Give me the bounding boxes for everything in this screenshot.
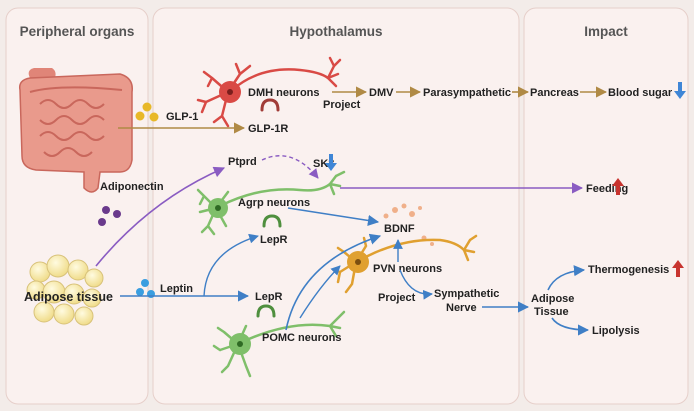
hypothalamus-panel: [152, 7, 520, 405]
adipose-to-thermogenesis-arrow: [547, 265, 586, 291]
adipose-tissue-label: Adipose tissue: [24, 290, 113, 304]
nerve-label: Nerve: [446, 302, 477, 314]
pvn-neuron: [332, 234, 478, 294]
pomc-to-pvn-arrow: [299, 265, 341, 319]
down-arrow-icon: [674, 82, 686, 99]
adipose-to-ptprd-arrow: [95, 166, 226, 267]
leptin-label: Leptin: [160, 283, 193, 295]
lepr-pomc-label: LepR: [255, 291, 283, 303]
lepr-agrp-label: LepR: [260, 234, 288, 246]
adipose-icon: [26, 254, 104, 326]
pomc-neuron: [212, 304, 346, 378]
down-arrow-icon: [325, 154, 337, 171]
parasympathetic-label: Parasympathetic: [423, 87, 511, 99]
thermogenesis-label: Thermogenesis: [588, 264, 669, 276]
dmh-neurons-label: DMH neurons: [248, 87, 320, 99]
up-arrow-icon: [672, 260, 684, 277]
leptin-to-agrp-lepr-arrow: [203, 233, 259, 297]
adipose-impact-label-2: Tissue: [534, 306, 569, 318]
up-arrow-icon: [612, 178, 624, 195]
sympathetic-label: Sympathetic: [434, 288, 499, 300]
agrp-neurons-label: Agrp neurons: [238, 197, 310, 209]
intestine-icon: [18, 68, 133, 193]
glp1r-label: GLP-1R: [248, 123, 288, 135]
adiponectin-label: Adiponectin: [100, 181, 164, 193]
bdnf-label: BDNF: [384, 223, 415, 235]
dmv-label: DMV: [369, 87, 394, 99]
hypothalamus-heading: Hypothalamus: [289, 24, 382, 39]
impact-panel: [523, 7, 689, 405]
adipose-impact-label-1: Adipose: [531, 293, 574, 305]
impact-heading: Impact: [584, 24, 628, 39]
blood-sugar-label: Blood sugar: [608, 87, 673, 99]
pomc-to-bdnf-arrow: [285, 233, 382, 331]
project-pvn-label: Project: [378, 292, 416, 304]
adipose-to-lipolysis-arrow: [551, 317, 590, 336]
dmh-neuron: [196, 56, 342, 128]
pomc-neurons-label: POMC neurons: [262, 332, 341, 344]
glp1-label: GLP-1: [166, 111, 198, 123]
pancreas-label: Pancreas: [530, 87, 579, 99]
peripheral-panel: [5, 7, 149, 405]
peripheral-heading: Peripheral organs: [20, 24, 135, 39]
project-top-label: Project: [323, 99, 361, 111]
ptprd-to-sk3-arrow: [261, 155, 319, 179]
agrp-to-bdnf-arrow: [287, 207, 380, 226]
pvn-neurons-label: PVN neurons: [373, 263, 442, 275]
adiponectin-dots: [98, 206, 121, 226]
glp1-dots: [135, 102, 159, 122]
lipolysis-label: Lipolysis: [592, 325, 640, 337]
agrp-neuron: [196, 170, 346, 236]
ptprd-label: Ptprd: [228, 156, 257, 168]
up-arrow: [672, 260, 684, 268]
pvn-to-sympathetic-arrow: [399, 269, 433, 300]
